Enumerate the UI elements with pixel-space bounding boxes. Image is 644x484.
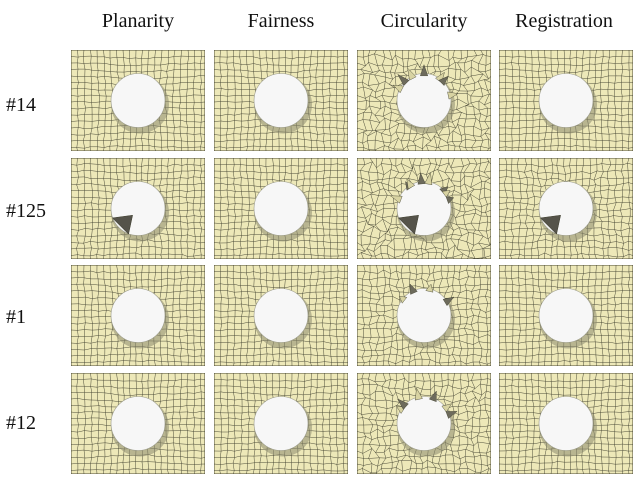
torn-fragment — [438, 75, 449, 86]
column-header-circularity: Circularity — [380, 10, 468, 32]
torn-fragment — [441, 190, 451, 198]
mesh-panel-3-2 — [357, 373, 491, 474]
mesh-svg — [499, 265, 633, 366]
hole — [396, 288, 452, 343]
torn-fragment — [439, 186, 449, 195]
column-header-fairness: Fairness — [247, 10, 315, 32]
torn-fragment — [447, 91, 459, 100]
hole — [538, 181, 594, 236]
mesh-svg — [357, 373, 491, 474]
torn-fragment — [428, 390, 437, 402]
mesh-panel-3-0 — [71, 373, 205, 474]
mesh-panel-2-3 — [499, 265, 633, 366]
row-label-3: #12 — [6, 412, 36, 434]
mesh-panel-0-2 — [357, 50, 491, 151]
column-header-planarity: Planarity — [101, 10, 175, 32]
mesh-svg — [214, 50, 348, 151]
notch-defect — [539, 214, 561, 235]
column-header-registration: Registration — [515, 10, 613, 32]
torn-fragment — [397, 398, 409, 410]
torn-fragment — [392, 84, 404, 94]
torn-fragment — [407, 67, 417, 81]
hole — [396, 396, 452, 451]
torn-fragment — [414, 387, 423, 401]
hole — [253, 396, 309, 451]
hole — [253, 288, 309, 343]
hole — [110, 181, 166, 236]
mesh-svg — [499, 373, 633, 474]
hole — [538, 396, 594, 451]
mesh-panel-0-1 — [214, 50, 348, 151]
mesh-panel-0-3 — [499, 50, 633, 151]
torn-fragment — [409, 283, 418, 295]
mesh-svg — [214, 373, 348, 474]
mesh-panel-1-3 — [499, 158, 633, 259]
mesh-panel-2-0 — [71, 265, 205, 366]
torn-fragment — [445, 196, 455, 204]
hole — [538, 288, 594, 343]
torn-fragment — [425, 283, 434, 293]
mesh-svg — [71, 50, 205, 151]
mesh-panel-2-1 — [214, 265, 348, 366]
hole — [110, 73, 166, 128]
hole — [110, 396, 166, 451]
torn-fragment — [406, 178, 416, 190]
mesh-svg — [357, 265, 491, 366]
notch-defect — [111, 214, 133, 235]
mesh-svg — [214, 265, 348, 366]
mesh-panel-1-1 — [214, 158, 348, 259]
mesh-svg — [357, 50, 491, 151]
mesh-svg — [499, 158, 633, 259]
mesh-svg — [499, 50, 633, 151]
hole — [253, 73, 309, 128]
mesh-svg — [71, 373, 205, 474]
torn-fragment — [417, 172, 426, 185]
mesh-panel-0-0 — [71, 50, 205, 151]
mesh-svg — [71, 265, 205, 366]
mesh-svg — [71, 158, 205, 259]
torn-fragment — [389, 195, 403, 204]
notch-defect — [397, 214, 419, 235]
torn-fragment — [397, 73, 410, 87]
torn-fragment — [441, 403, 453, 413]
mesh-svg — [357, 158, 491, 259]
mesh-panel-2-2 — [357, 265, 491, 366]
mesh-panel-1-2 — [357, 158, 491, 259]
hole — [110, 288, 166, 343]
mesh-panel-3-3 — [499, 373, 633, 474]
torn-fragment — [442, 296, 455, 307]
torn-fragment — [399, 295, 408, 304]
torn-fragment — [445, 411, 458, 419]
row-label-2: #1 — [6, 306, 26, 328]
hole — [253, 181, 309, 236]
torn-fragment — [424, 171, 433, 186]
mesh-panel-3-1 — [214, 373, 348, 474]
mesh-svg — [214, 158, 348, 259]
torn-fragment — [420, 64, 429, 76]
row-label-0: #14 — [6, 94, 36, 116]
hole — [538, 73, 594, 128]
row-label-1: #125 — [6, 200, 46, 222]
mesh-panel-1-0 — [71, 158, 205, 259]
